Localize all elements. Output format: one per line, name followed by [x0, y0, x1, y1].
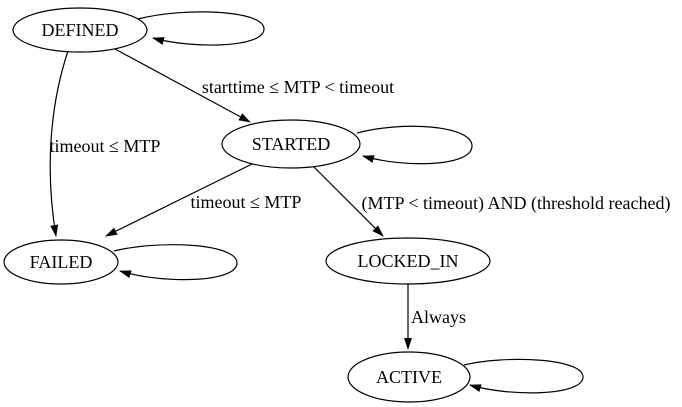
node-failed-label: FAILED: [30, 252, 93, 272]
edge-label-locked-in-active: Always: [411, 307, 466, 327]
nodes: DEFINED STARTED FAILED LOCKED_IN ACTIVE: [3, 7, 491, 403]
edge-defined-to-started: [114, 48, 251, 123]
self-loop-active: [463, 358, 584, 394]
node-defined: DEFINED: [12, 7, 148, 53]
self-loop-started: [356, 125, 473, 165]
edge-label-started-locked-in: (MTP < timeout) AND (threshold reached): [362, 193, 671, 214]
node-defined-label: DEFINED: [42, 20, 119, 40]
edge-label-defined-started: starttime ≤ MTP < timeout: [202, 77, 394, 97]
edge-labels: starttime ≤ MTP < timeout timeout ≤ MTP …: [50, 77, 671, 327]
node-locked-in: LOCKED_IN: [325, 237, 491, 285]
node-started-shape: [221, 119, 361, 169]
node-locked-in-shape: [325, 237, 491, 285]
node-started: STARTED: [221, 119, 361, 169]
node-active: ACTIVE: [347, 351, 471, 403]
self-loop-defined: [137, 11, 265, 46]
node-active-shape: [347, 351, 471, 403]
node-started-label: STARTED: [252, 134, 330, 154]
edge-started-to-failed: [105, 163, 253, 237]
node-locked-in-label: LOCKED_IN: [358, 251, 459, 271]
edge-started-to-locked-in: [312, 165, 384, 237]
node-failed-shape: [3, 239, 119, 285]
edge-defined-to-failed: [49, 50, 69, 237]
edges: [49, 11, 584, 394]
edge-label-defined-failed: timeout ≤ MTP: [50, 136, 161, 156]
node-active-label: ACTIVE: [376, 367, 442, 387]
edge-label-started-failed: timeout ≤ MTP: [191, 192, 302, 212]
node-failed: FAILED: [3, 239, 119, 285]
self-loop-failed: [113, 244, 238, 281]
node-defined-shape: [12, 7, 148, 53]
